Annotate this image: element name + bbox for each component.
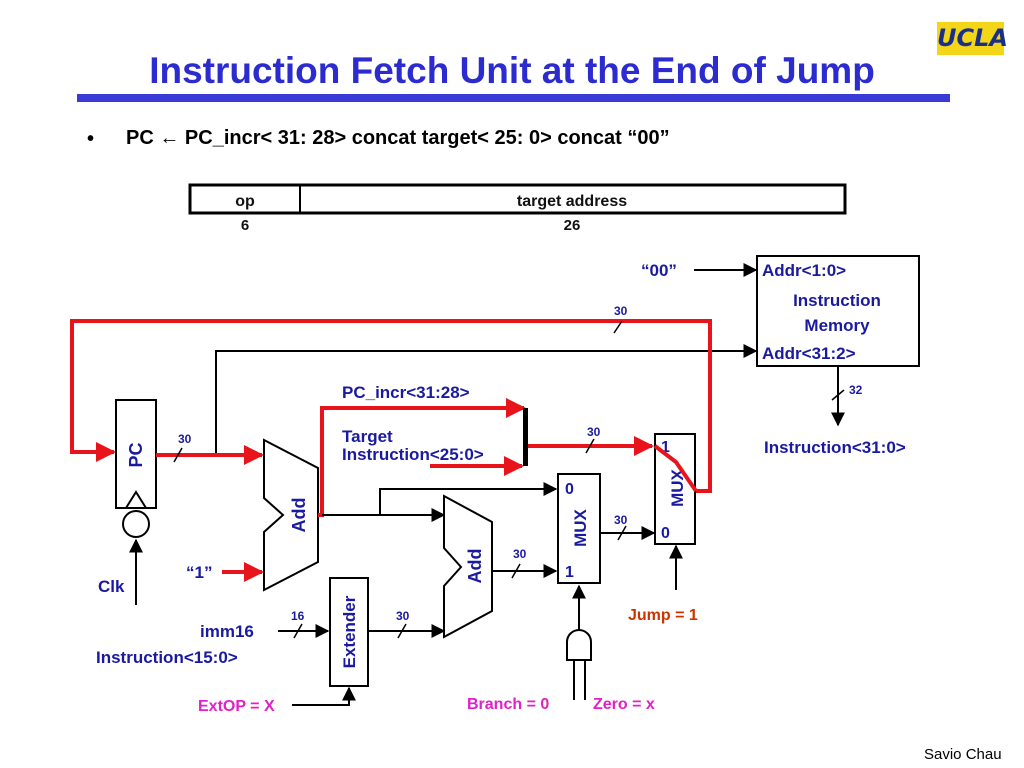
label-clk: Clk: [98, 577, 125, 596]
width-extender-out: 30: [396, 609, 410, 623]
format-target-bits: 26: [564, 217, 581, 234]
mux-right-label: MUX: [668, 468, 687, 506]
width-pc-out: 30: [178, 432, 192, 446]
mux-left-label: MUX: [571, 508, 590, 546]
label-target-line1: Target: [342, 427, 393, 446]
jump-path-feedback: [70, 319, 712, 493]
label-quote-00: “00”: [641, 261, 677, 280]
imem-title-line2: Memory: [804, 316, 870, 335]
branch-mux: 0 MUX 1: [557, 473, 601, 584]
pc-label: PC: [126, 442, 146, 467]
control-jump: Jump = 1: [628, 607, 698, 624]
format-target-field: target address: [517, 193, 627, 210]
mux-left-input-1: 1: [565, 564, 574, 581]
format-op-field: op: [235, 193, 255, 210]
mux-left-input-0: 0: [565, 481, 574, 498]
ucla-logo: UCLA: [937, 22, 1008, 55]
page-title: Instruction Fetch Unit at the End of Jum…: [149, 50, 875, 91]
width-imm16-in: 16: [291, 609, 305, 623]
pc-register: PC: [115, 399, 157, 538]
branch-target-adder: Add: [443, 494, 493, 639]
branch-and-gate: [566, 629, 592, 700]
label-instruction-15-0: Instruction<15:0>: [96, 648, 238, 667]
width-imem-in: 30: [614, 304, 628, 318]
label-instruction-out: Instruction<31:0>: [764, 438, 906, 457]
bullet-rhs: PC_incr< 31: 28> concat target< 25: 0> c…: [184, 127, 670, 149]
label-target-line2: Instruction<25:0>: [342, 445, 484, 464]
mux-right-input-0: 0: [661, 525, 670, 542]
bullet-marker: •: [87, 128, 95, 150]
width-mux-out: 30: [614, 513, 628, 527]
control-extop: ExtOP = X: [198, 698, 275, 715]
width-imem-out: 32: [849, 383, 863, 397]
bullet-text: PC ← PC_incr< 31: 28> concat target< 25:…: [126, 127, 670, 150]
format-op-bits: 6: [241, 217, 249, 234]
add2-label: Add: [465, 549, 485, 584]
label-pc-incr: PC_incr<31:28>: [342, 383, 470, 402]
imem-title-line1: Instruction: [793, 291, 881, 310]
left-arrow-icon: ←: [159, 127, 180, 149]
sign-extender: Extender: [329, 577, 369, 687]
imem-addr-low: Addr<1:0>: [762, 261, 846, 280]
mux-right-input-1: 1: [661, 439, 670, 456]
label-imm16: imm16: [200, 622, 254, 641]
width-target-bus: 30: [587, 425, 601, 439]
label-one: “1”: [186, 563, 212, 582]
jump-instruction-format: op target address 6 26: [188, 183, 847, 234]
width-add2-out: 30: [513, 547, 527, 561]
imem-addr-high: Addr<31:2>: [762, 344, 856, 363]
add1-label: Add: [289, 498, 309, 533]
title-underline: [77, 94, 950, 102]
pc-incrementer-adder: Add: [263, 438, 319, 592]
footer-author: Savio Chau: [924, 746, 1002, 763]
control-zero: Zero = x: [593, 696, 655, 713]
extender-label: Extender: [340, 595, 359, 668]
instruction-memory: Addr<1:0> Instruction Memory Addr<31:2>: [756, 255, 920, 367]
bullet-lhs: PC: [126, 127, 154, 149]
control-branch: Branch = 0: [467, 696, 549, 713]
